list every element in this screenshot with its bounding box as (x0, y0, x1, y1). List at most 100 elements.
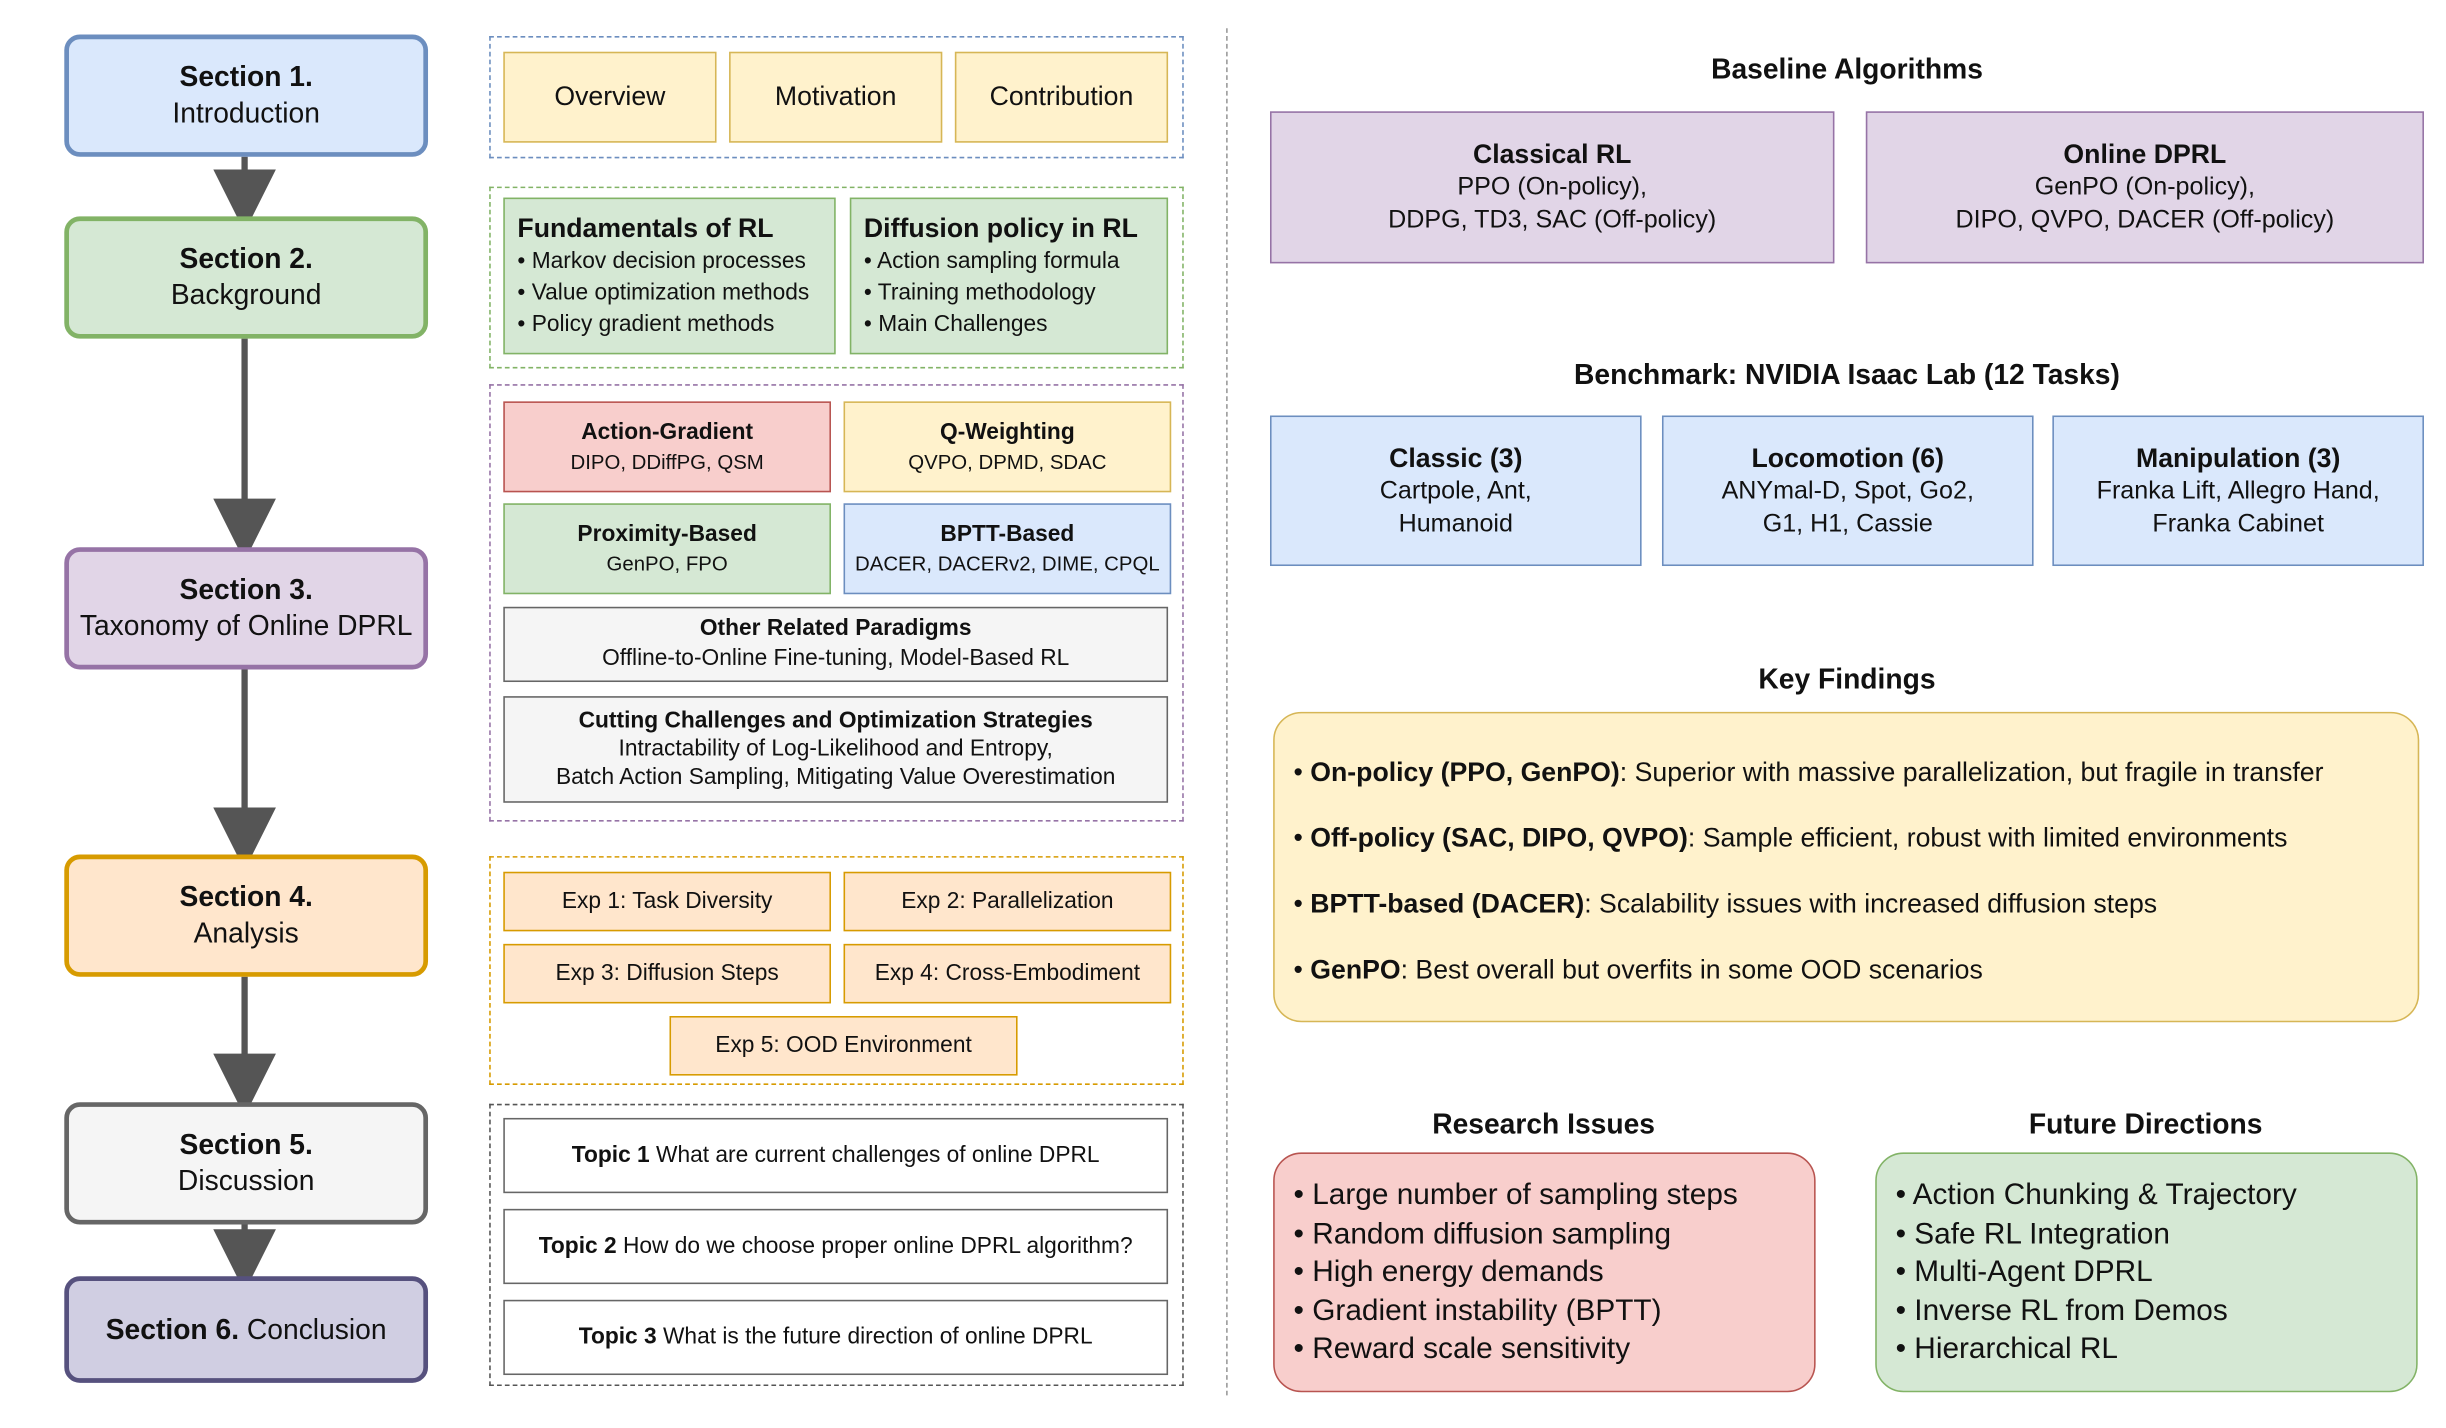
online-dprl-box: Online DPRL GenPO (On-policy), DIPO, QVP… (1865, 111, 2424, 264)
cutting-challenges-line2: Batch Action Sampling, Mitigating Value … (555, 765, 1116, 791)
future-list: Action Chunking & Trajectory Safe RL Int… (1896, 1177, 2398, 1369)
future-heading: Future Directions (2028, 1108, 2263, 1140)
issue-item: Reward scale sensitivity (1294, 1331, 1796, 1369)
findings-heading: Key Findings (1758, 663, 1936, 695)
section-5-box: Section 5. Discussion (64, 1102, 429, 1225)
exp4-label: Exp 4: Cross-Embodiment (874, 961, 1141, 987)
locomotion-tasks-line2: G1, H1, Cassie (1762, 510, 1933, 538)
manipulation-tasks-box: Manipulation (3) Franka Lift, Allegro Ha… (2052, 415, 2424, 567)
section-3-box: Section 3. Taxonomy of Online DPRL (64, 547, 429, 670)
topic-2-box: Topic 2 How do we choose proper online D… (503, 1208, 1169, 1285)
issue-item: Gradient instability (BPTT) (1294, 1293, 1796, 1331)
fundamentals-list: Markov decision processes Value optimiza… (517, 246, 821, 340)
discussion-group (489, 1103, 1184, 1387)
online-dprl-title: Online DPRL (2063, 139, 2227, 170)
intro-motivation: Motivation (729, 51, 943, 143)
topic-1-box: Topic 1 What are current challenges of o… (503, 1117, 1169, 1194)
online-dprl-line2: DIPO, QVPO, DACER (Off-policy) (1955, 206, 2335, 234)
finding-label: Off-policy (SAC, DIPO, QVPO) (1310, 823, 1688, 853)
topic-3-box: Topic 3 What is the future direction of … (503, 1299, 1169, 1376)
intro-contribution-label: Contribution (989, 81, 1134, 112)
section-1-title: Introduction (172, 97, 320, 129)
issue-item: Large number of sampling steps (1294, 1177, 1796, 1215)
section-4-number: Section 4. (179, 881, 313, 913)
exp4-box: Exp 4: Cross-Embodiment (843, 943, 1172, 1004)
issues-box: Large number of sampling steps Random di… (1273, 1152, 1816, 1393)
diffusion-item: Action sampling formula (864, 246, 1154, 277)
section-1-box: Section 1. Introduction (64, 34, 429, 157)
benchmark-heading: Benchmark: NVIDIA Isaac Lab (12 Tasks) (1574, 359, 2120, 391)
other-paradigms-text: Offline-to-Online Fine-tuning, Model-Bas… (602, 645, 1070, 672)
exp3-box: Exp 3: Diffusion Steps (503, 943, 831, 1004)
future-item: Multi-Agent DPRL (1896, 1254, 2398, 1292)
diffusion-item: Training methodology (864, 278, 1154, 309)
exp1-label: Exp 1: Task Diversity (561, 888, 773, 915)
future-item: Inverse RL from Demos (1896, 1293, 2398, 1331)
fundamentals-item: Value optimization methods (517, 278, 821, 309)
topic-1-label: Topic 1 (571, 1142, 650, 1169)
fundamentals-box: Fundamentals of RL Markov decision proce… (503, 197, 836, 355)
topic-3-text: What is the future direction of online D… (656, 1324, 1093, 1350)
finding-label: On-policy (PPO, GenPO) (1310, 757, 1620, 788)
q-weighting-methods: QVPO, DPMD, SDAC (908, 449, 1107, 474)
exp5-label: Exp 5: OOD Environment (715, 1033, 972, 1059)
section-6-title: Conclusion (246, 1313, 387, 1345)
intro-overview-label: Overview (554, 81, 666, 112)
background-group (489, 186, 1184, 369)
finding-label: GenPO (1310, 954, 1401, 985)
finding-item: • Off-policy (SAC, DIPO, QVPO): Sample e… (1293, 823, 2288, 853)
fundamentals-title: Fundamentals of RL (517, 213, 774, 244)
diffusion-item: Main Challenges (864, 309, 1154, 340)
finding-item: • On-policy (PPO, GenPO): Superior with … (1293, 757, 2324, 788)
classical-rl-line1: PPO (On-policy), (1457, 174, 1648, 201)
finding-text: : Superior with massive parallelization,… (1619, 757, 2324, 788)
manipulation-tasks-title: Manipulation (3) (2135, 442, 2341, 473)
exp2-box: Exp 2: Parallelization (843, 871, 1172, 932)
bptt-box: BPTT-Based DACER, DACERv2, DIME, CPQL (843, 503, 1172, 595)
intro-overview: Overview (503, 51, 717, 143)
section-6-box: Section 6. Conclusion (64, 1276, 429, 1383)
manipulation-tasks-line1: Franka Lift, Allegro Hand, (2096, 477, 2380, 505)
action-gradient-box: Action-Gradient DIPO, DDiffPG, QSM (503, 401, 831, 493)
action-gradient-methods: DIPO, DDiffPG, QSM (570, 449, 764, 474)
future-item: Action Chunking & Trajectory (1896, 1177, 2398, 1215)
section-2-box: Section 2. Background (64, 216, 429, 339)
locomotion-tasks-title: Locomotion (6) (1751, 442, 1944, 473)
baselines-heading: Baseline Algorithms (1711, 53, 1983, 85)
proximity-title: Proximity-Based (577, 522, 757, 548)
finding-label: BPTT-based (DACER) (1310, 888, 1585, 919)
topic-1-text: What are current challenges of online DP… (649, 1142, 1100, 1169)
q-weighting-title: Q-Weighting (940, 420, 1075, 446)
bptt-methods: DACER, DACERv2, DIME, CPQL (855, 551, 1160, 576)
fundamentals-item: Policy gradient methods (517, 309, 821, 340)
section-4-box: Section 4. Analysis (64, 854, 429, 977)
finding-item: • GenPO: Best overall but overfits in so… (1293, 954, 1983, 985)
cutting-challenges-line1: Intractability of Log-Likelihood and Ent… (618, 736, 1053, 762)
cutting-challenges-title: Cutting Challenges and Optimization Stra… (578, 708, 1093, 734)
classic-tasks-line1: Cartpole, Ant, (1379, 477, 1532, 505)
section-5-title: Discussion (177, 1164, 315, 1197)
finding-item: • BPTT-based (DACER): Scalability issues… (1293, 888, 2158, 919)
intro-group (489, 36, 1184, 159)
analysis-group (489, 856, 1184, 1085)
manipulation-tasks-line2: Franka Cabinet (2152, 510, 2324, 538)
intro-contribution: Contribution (954, 51, 1169, 143)
issues-list: Large number of sampling steps Random di… (1294, 1177, 1796, 1369)
online-dprl-line1: GenPO (On-policy), (2034, 174, 2256, 201)
action-gradient-title: Action-Gradient (581, 420, 754, 446)
classical-rl-box: Classical RL PPO (On-policy), DDPG, TD3,… (1269, 111, 1835, 264)
cutting-challenges-box: Cutting Challenges and Optimization Stra… (503, 696, 1169, 803)
section-3-title: Taxonomy of Online DPRL (79, 609, 413, 642)
issue-item: Random diffusion sampling (1294, 1216, 1796, 1254)
classic-tasks-line2: Humanoid (1398, 510, 1513, 538)
diffusion-title: Diffusion policy in RL (863, 213, 1138, 244)
exp2-label: Exp 2: Parallelization (901, 888, 1114, 915)
topic-3-label: Topic 3 (578, 1324, 657, 1350)
other-paradigms-box: Other Related Paradigms Offline-to-Onlin… (503, 606, 1169, 683)
proximity-box: Proximity-Based GenPO, FPO (503, 503, 831, 595)
section-4-title: Analysis (193, 917, 299, 949)
bptt-title: BPTT-Based (940, 522, 1075, 548)
section-5-number: Section 5. (179, 1128, 313, 1161)
section-3-number: Section 3. (179, 573, 313, 606)
classic-tasks-box: Classic (3) Cartpole, Ant, Humanoid (1269, 415, 1642, 567)
